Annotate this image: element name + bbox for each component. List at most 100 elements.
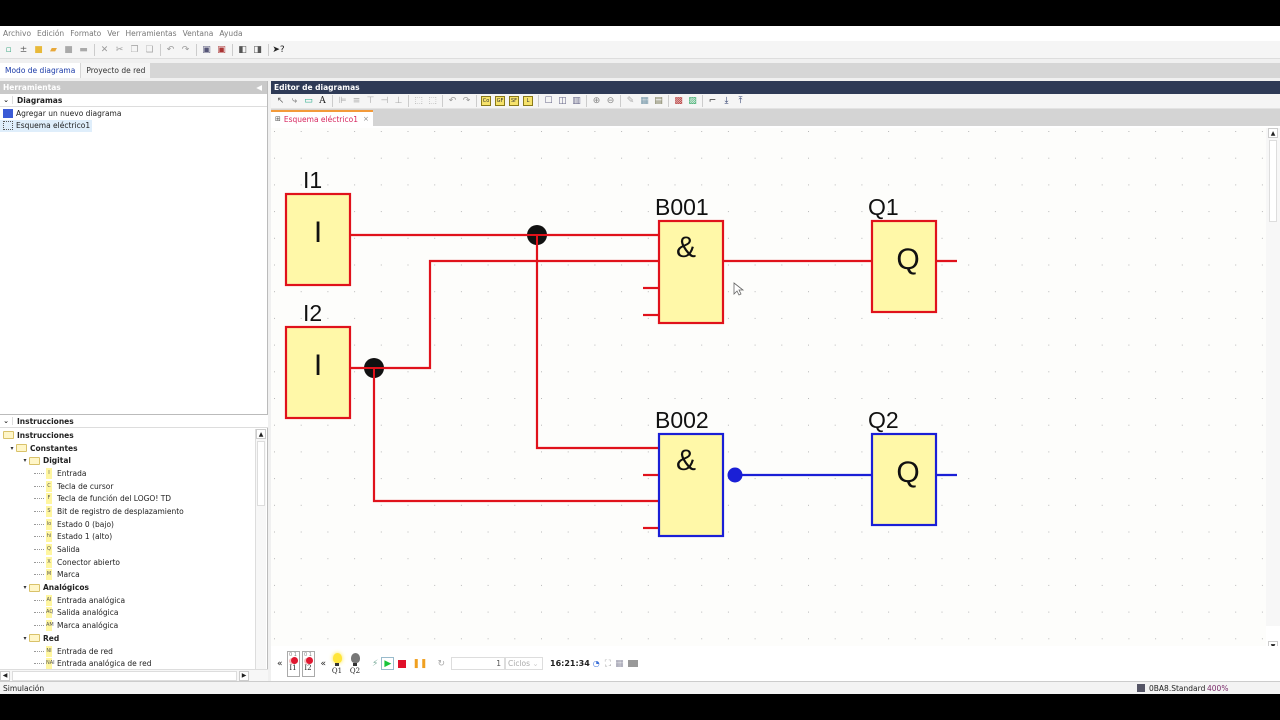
stop-button[interactable] [398, 659, 407, 668]
signal-icon[interactable]: ⌐ [708, 96, 717, 106]
join-connection-icon[interactable]: ⬚ [428, 96, 437, 106]
block-body[interactable] [657, 432, 725, 538]
basic-functions-button[interactable]: GF [495, 96, 505, 106]
menu-item-formato[interactable]: Formato [70, 29, 102, 38]
add-new-diagram[interactable]: Agregar un nuevo diagrama [0, 107, 267, 120]
scroll-thumb[interactable] [1269, 140, 1277, 222]
wire-i1-b002[interactable] [535, 235, 659, 450]
block-body[interactable] [870, 219, 938, 314]
udf-button[interactable]: L [523, 96, 533, 106]
undo-icon[interactable]: ↶ [166, 44, 175, 55]
new-dropdown-icon[interactable]: ± [19, 44, 28, 55]
block-b002[interactable]: B002& [655, 407, 725, 538]
block-i2[interactable]: I2I [284, 300, 352, 420]
scroll-left-button[interactable]: ◀ [0, 670, 10, 681]
paste-icon[interactable]: ❏ [145, 44, 154, 55]
menu-item-ver[interactable]: Ver [107, 29, 120, 38]
simulation-icon[interactable]: ▩ [674, 96, 683, 106]
menu-item-edición[interactable]: Edición [37, 29, 65, 38]
constants-button[interactable]: Co [481, 96, 491, 106]
chevron-down-icon[interactable]: ⌄ [0, 417, 13, 425]
collapse-inputs-icon[interactable]: « [277, 658, 283, 669]
copy-icon[interactable]: ❐ [130, 44, 139, 55]
align-top-icon[interactable]: ⊤ [366, 96, 375, 106]
cut-icon[interactable]: ✂ [115, 44, 124, 55]
instructions-section-header[interactable]: ⌄ Instrucciones [0, 415, 268, 428]
menu-item-ventana[interactable]: Ventana [182, 29, 214, 38]
expand-icon[interactable]: ⤒ [738, 96, 743, 106]
help-pointer-icon[interactable]: ➤? [272, 44, 285, 55]
block-icon[interactable]: ▭ [304, 96, 313, 106]
cycles-input[interactable]: 1 [451, 657, 505, 670]
diagrams-section-header[interactable]: ⌄ Diagramas [0, 94, 267, 107]
tree-folder[interactable]: ▾Analógicos [0, 581, 256, 594]
transfer-to-device-icon[interactable]: ▣ [202, 44, 211, 55]
diagram-item-esquema[interactable]: Esquema eléctrico1 [0, 119, 92, 132]
input-switch-i1[interactable]: 0 1 I1 [286, 650, 300, 677]
transfer-from-device-icon[interactable]: ▣ [217, 44, 226, 55]
block-b001[interactable]: B001& [655, 194, 725, 325]
block-q1[interactable]: Q1Q [868, 194, 938, 314]
align-left-icon[interactable]: ⊫ [338, 96, 347, 106]
online-monitor-icon[interactable]: ▨ [688, 96, 697, 106]
instructions-vertical-scrollbar[interactable]: ▲ ▼ [255, 429, 266, 682]
tree-folder[interactable]: ▾Red [0, 632, 256, 645]
panel-icon[interactable] [627, 660, 638, 667]
block-body[interactable] [284, 325, 352, 420]
collapse-icon[interactable]: ⤓ [724, 96, 729, 106]
menu-item-archivo[interactable]: Archivo [3, 29, 32, 38]
power-icon[interactable]: ⚡ [372, 658, 379, 669]
align-middle-icon[interactable]: ⊣ [380, 96, 389, 106]
block-number-icon[interactable]: ▤ [654, 96, 663, 106]
select-pointer-icon[interactable]: ↖ [276, 96, 285, 106]
block-q2[interactable]: Q2Q [868, 407, 938, 527]
zoom-in-icon[interactable]: ⊕ [592, 96, 601, 106]
tree-folder[interactable]: ▾Digital [0, 454, 256, 467]
save-icon[interactable]: ■ [64, 44, 73, 55]
cycles-unit-select[interactable]: Ciclos ⌄ [505, 657, 543, 670]
align-bottom-icon[interactable]: ⊥ [394, 96, 403, 106]
scroll-up-button[interactable]: ▲ [256, 429, 266, 439]
split-view-icon[interactable]: ◫ [558, 96, 567, 106]
pause-button[interactable]: ❚❚ [412, 658, 428, 669]
delete-icon[interactable]: ✕ [100, 44, 109, 55]
editor-vertical-scrollbar[interactable]: ▲ [1266, 128, 1280, 626]
table-icon[interactable]: ▦ [615, 658, 624, 669]
align-center-icon[interactable]: ≡ [352, 96, 361, 106]
text-icon[interactable]: A [319, 96, 326, 106]
chevron-down-icon[interactable]: ⌄ [0, 96, 13, 104]
tab-esquema-electrico[interactable]: ⊞ Esquema eléctrico1 × [271, 110, 373, 126]
open-icon[interactable]: ▰ [50, 44, 57, 55]
connect-icon[interactable]: ⤷ [291, 96, 298, 106]
collapse-panel-icon[interactable]: ◀ [256, 83, 262, 92]
tab-network-project[interactable]: Proyecto de red [81, 63, 151, 78]
tools-horizontal-scrollbar[interactable]: ◀ ▶ [0, 669, 268, 681]
upload-icon[interactable]: ◨ [253, 44, 262, 55]
undo-icon[interactable]: ↶ [448, 96, 457, 106]
collapse-outputs-icon[interactable]: « [320, 658, 327, 669]
tree-folder[interactable]: Instrucciones [0, 429, 256, 442]
scroll-right-button[interactable]: ▶ [239, 670, 249, 681]
single-view-icon[interactable]: ☐ [544, 96, 553, 106]
tree-folder[interactable]: ▾Constantes [0, 442, 256, 455]
expand-toggle-icon[interactable]: ▾ [23, 634, 27, 642]
redo-icon[interactable]: ↷ [462, 96, 471, 106]
pen-icon[interactable]: ✎ [626, 96, 635, 106]
wire-i2-b002[interactable] [372, 368, 659, 503]
tab-diagram-mode[interactable]: Modo de diagrama [0, 63, 81, 78]
expand-toggle-icon[interactable]: ▾ [10, 444, 14, 452]
clock-icon[interactable]: ◔ [592, 659, 600, 668]
new-icon[interactable]: ▫ [5, 44, 12, 55]
wire-i2-b001[interactable] [350, 259, 659, 370]
block-body[interactable] [284, 192, 352, 287]
